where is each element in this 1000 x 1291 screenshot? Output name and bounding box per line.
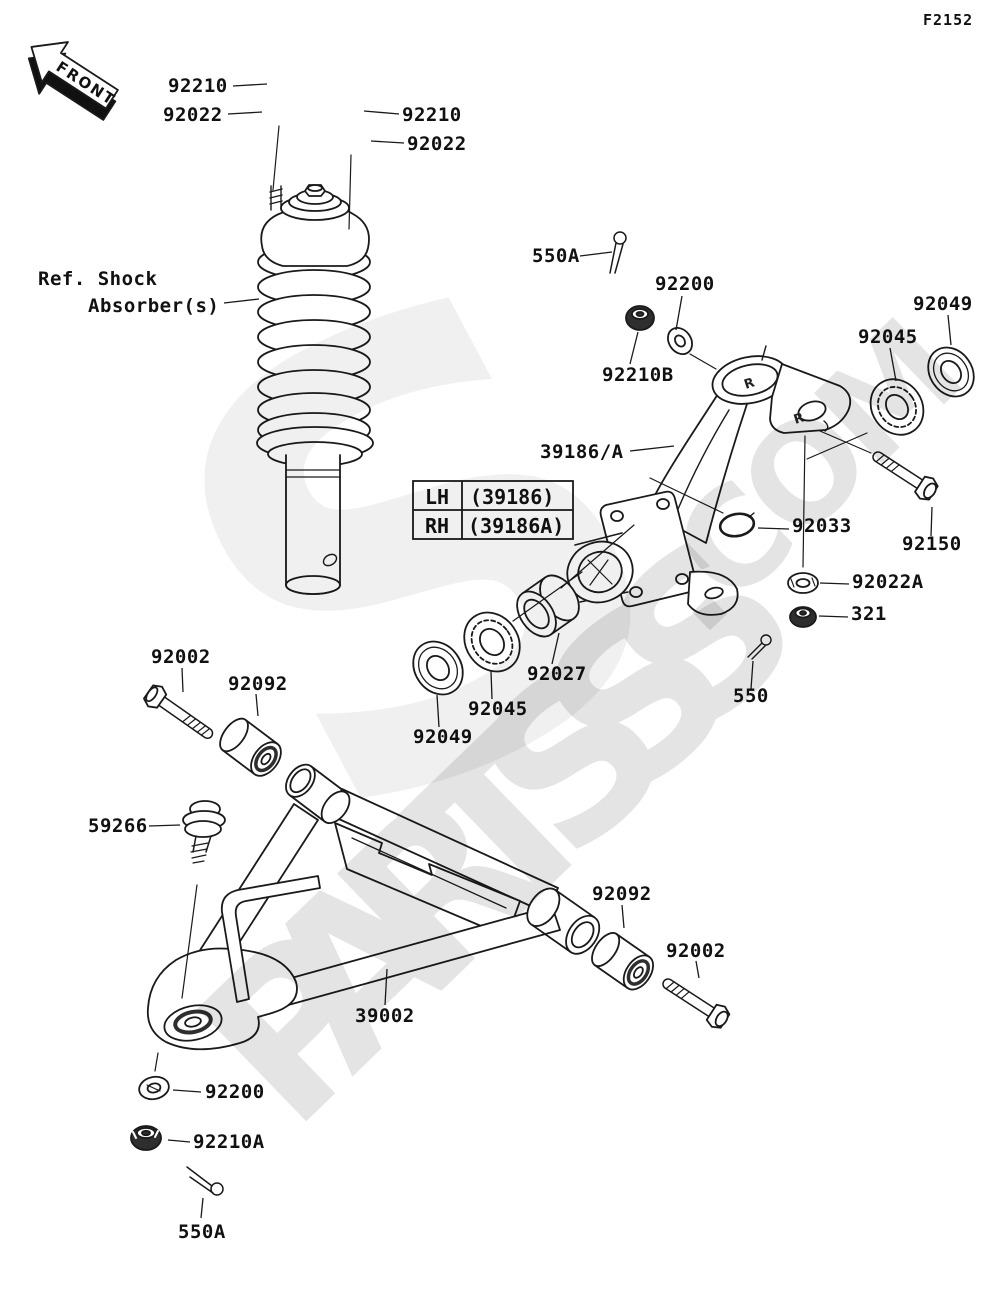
arm-guard-bracket <box>220 875 321 1003</box>
part-label-92092-left: 92092 <box>228 673 288 695</box>
part-label-92200-bottom: 92200 <box>205 1081 265 1103</box>
part-label-92002-left: 92002 <box>151 646 211 668</box>
part-label-92045-left: 92045 <box>468 698 528 720</box>
part-label-92200-top: 92200 <box>655 273 715 295</box>
fasteners-bottom <box>130 1075 224 1196</box>
ball-joint-59266 <box>182 800 226 864</box>
washer-92200-bottom <box>138 1075 170 1101</box>
knuckle-ring-mark: R <box>742 375 756 392</box>
ref-note-line1: Ref. Shock <box>38 268 157 290</box>
part-label-92045-right: 92045 <box>858 326 918 348</box>
part-label-92022A: 92022A <box>852 571 924 593</box>
table-cell-part-rh: (39186A) <box>468 514 564 538</box>
line-art: FRONT <box>27 41 975 1196</box>
bolt-92150 <box>872 451 939 501</box>
part-label-92210-b: 92210 <box>402 104 462 126</box>
part-label-92002-right: 92002 <box>666 940 726 962</box>
assembly-lines <box>154 125 872 1072</box>
part-label-59266: 59266 <box>88 815 148 837</box>
variant-table: LH (39186) RH (39186A) <box>412 480 574 540</box>
bearing-92045-right <box>869 378 925 436</box>
circlip-92033 <box>718 512 756 538</box>
part-label-92049-left: 92049 <box>413 726 473 748</box>
part-label-92049-right: 92049 <box>913 293 973 315</box>
arm-left-housing <box>285 763 351 824</box>
part-label-39002: 39002 <box>355 1005 415 1027</box>
leader-lines <box>148 83 952 1219</box>
part-label-92022-b: 92022 <box>407 133 467 155</box>
cotter-pin-550A-top <box>609 231 627 274</box>
figure-code: F2152 <box>923 11 973 29</box>
nut-92210B <box>625 305 655 331</box>
hub-parts <box>412 346 975 696</box>
part-label-550: 550 <box>733 685 769 707</box>
castle-nut-92210A <box>130 1125 162 1151</box>
front-arrow: FRONT <box>27 41 119 121</box>
part-label-39186A: 39186/A <box>540 441 624 463</box>
shock-top-cap <box>280 184 350 221</box>
part-label-550A-top: 550A <box>532 245 580 267</box>
part-label-92092-right: 92092 <box>592 883 652 905</box>
part-label-92027: 92027 <box>527 663 587 685</box>
part-label-321: 321 <box>851 603 887 625</box>
cotter-pin-550 <box>747 634 772 660</box>
coil-spring <box>257 244 371 448</box>
part-label-92210A: 92210A <box>193 1131 265 1153</box>
part-label-92022-a: 92022 <box>163 104 223 126</box>
table-cell-part-lh: (39186) <box>470 485 554 509</box>
part-label-92033: 92033 <box>792 515 852 537</box>
part-label-92210-a: 92210 <box>168 75 228 97</box>
bearing-92045-left <box>463 611 521 673</box>
table-cell-side-lh: LH <box>425 485 449 509</box>
seal-92049-left <box>412 640 464 696</box>
ref-note-line2: Absorber(s) <box>88 295 219 317</box>
part-label-92150: 92150 <box>902 533 962 555</box>
knuckle-bracket-mark: R <box>792 410 806 427</box>
bolt-92002-left <box>143 684 214 739</box>
bushing-92092-right <box>591 932 654 991</box>
arm-right-housing <box>526 887 601 955</box>
arm-gusset-plate <box>334 822 521 938</box>
cotter-pin-550A-bottom <box>186 1166 224 1196</box>
labels: F2152 Ref. Shock Absorber(s) 92210 92022… <box>38 11 973 1243</box>
arm-balljoint-housing <box>146 947 298 1051</box>
bushing-92092-left <box>219 717 282 777</box>
shock-absorber <box>256 184 374 595</box>
nut-321 <box>789 606 817 628</box>
part-label-550A-bottom: 550A <box>178 1221 226 1243</box>
shock-body <box>285 454 341 595</box>
washer-92200-top <box>667 327 693 355</box>
lower-arm-assembly <box>146 763 601 1051</box>
washer-92022A <box>787 572 819 594</box>
bushings-and-bolts <box>143 684 731 1029</box>
bolt-92002-right <box>662 978 731 1029</box>
part-label-92210B: 92210B <box>602 364 674 386</box>
table-cell-side-rh: RH <box>425 514 449 538</box>
fasteners-right <box>609 231 939 660</box>
collar-92027 <box>516 574 580 638</box>
seal-92049-right <box>927 346 975 398</box>
steering-knuckle: R R <box>566 345 852 616</box>
